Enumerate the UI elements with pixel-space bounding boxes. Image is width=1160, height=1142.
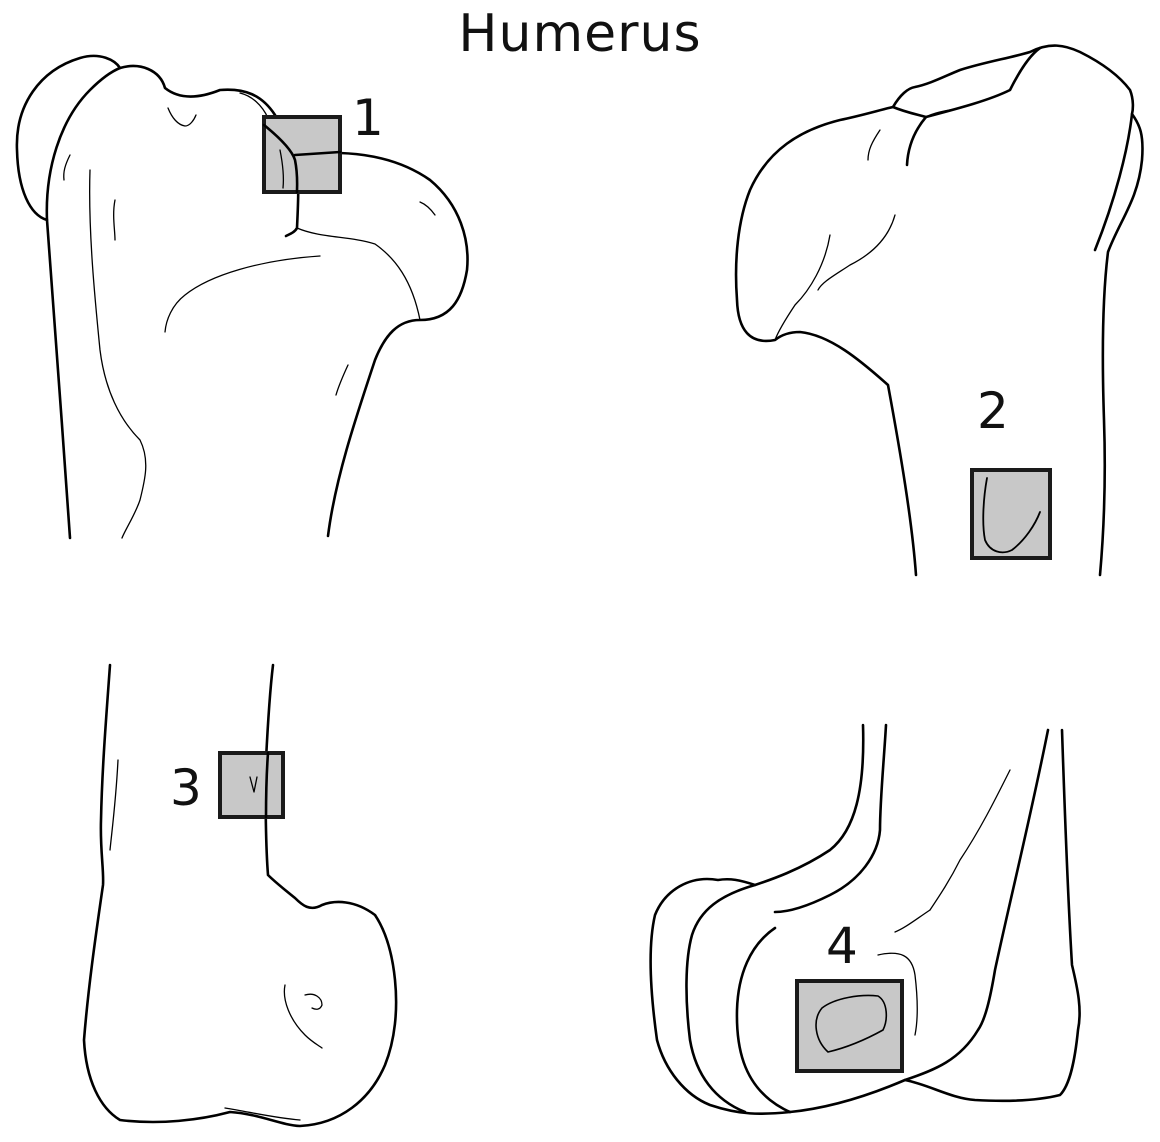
- distal-humerus-view-left: [82, 663, 398, 1128]
- marker-2: 2: [970, 382, 1052, 560]
- marker-1: 1: [262, 89, 384, 194]
- marker-3-label: 3: [170, 759, 202, 817]
- proximal-humerus-view-left: [15, 54, 469, 540]
- marker-3: 3: [170, 751, 285, 819]
- bone-outline: [734, 44, 1144, 577]
- distal-humerus-view-right: [649, 723, 1081, 1116]
- diagram-title: Humerus: [458, 4, 702, 64]
- marker-4-box: [795, 979, 904, 1073]
- bone-outline: [82, 663, 398, 1128]
- marker-2-label: 2: [977, 382, 1009, 440]
- bone-outline: [15, 54, 469, 540]
- marker-4-label: 4: [826, 917, 858, 975]
- marker-4: 4: [795, 917, 904, 1073]
- marker-1-label: 1: [352, 89, 384, 147]
- proximal-humerus-view-right: [734, 44, 1144, 577]
